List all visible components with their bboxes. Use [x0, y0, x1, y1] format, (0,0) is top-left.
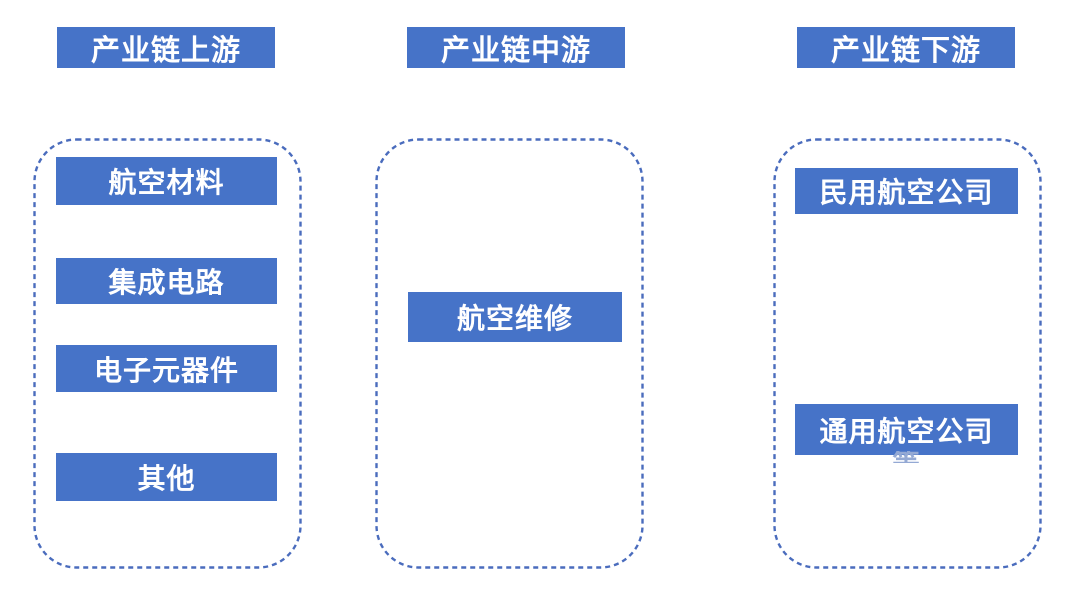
node-integrated-circuits: 集成电路 — [56, 258, 277, 304]
midstream-group: 航空维修 — [375, 138, 644, 569]
upstream-dashed-border — [33, 138, 302, 569]
node-aviation-maintenance: 航空维修 — [408, 292, 622, 342]
node-aviation-materials: 航空材料 — [56, 157, 277, 205]
node-others: 其他 — [56, 453, 277, 501]
downstream-group: 民用航空公司 通用航空公司 等 — [773, 138, 1042, 569]
column-header-upstream: 产业链上游 — [57, 27, 275, 68]
node-electronic-components: 电子元器件 — [56, 345, 277, 392]
downstream-dashed-border — [773, 138, 1042, 569]
node-civil-aviation-companies: 民用航空公司 — [795, 168, 1018, 214]
midstream-dashed-border — [375, 138, 644, 569]
column-header-midstream: 产业链中游 — [407, 27, 625, 68]
node-general-aviation-companies: 通用航空公司 — [795, 404, 1018, 455]
column-header-downstream: 产业链下游 — [797, 27, 1015, 68]
upstream-group: 航空材料 集成电路 电子元器件 其他 — [33, 138, 302, 569]
